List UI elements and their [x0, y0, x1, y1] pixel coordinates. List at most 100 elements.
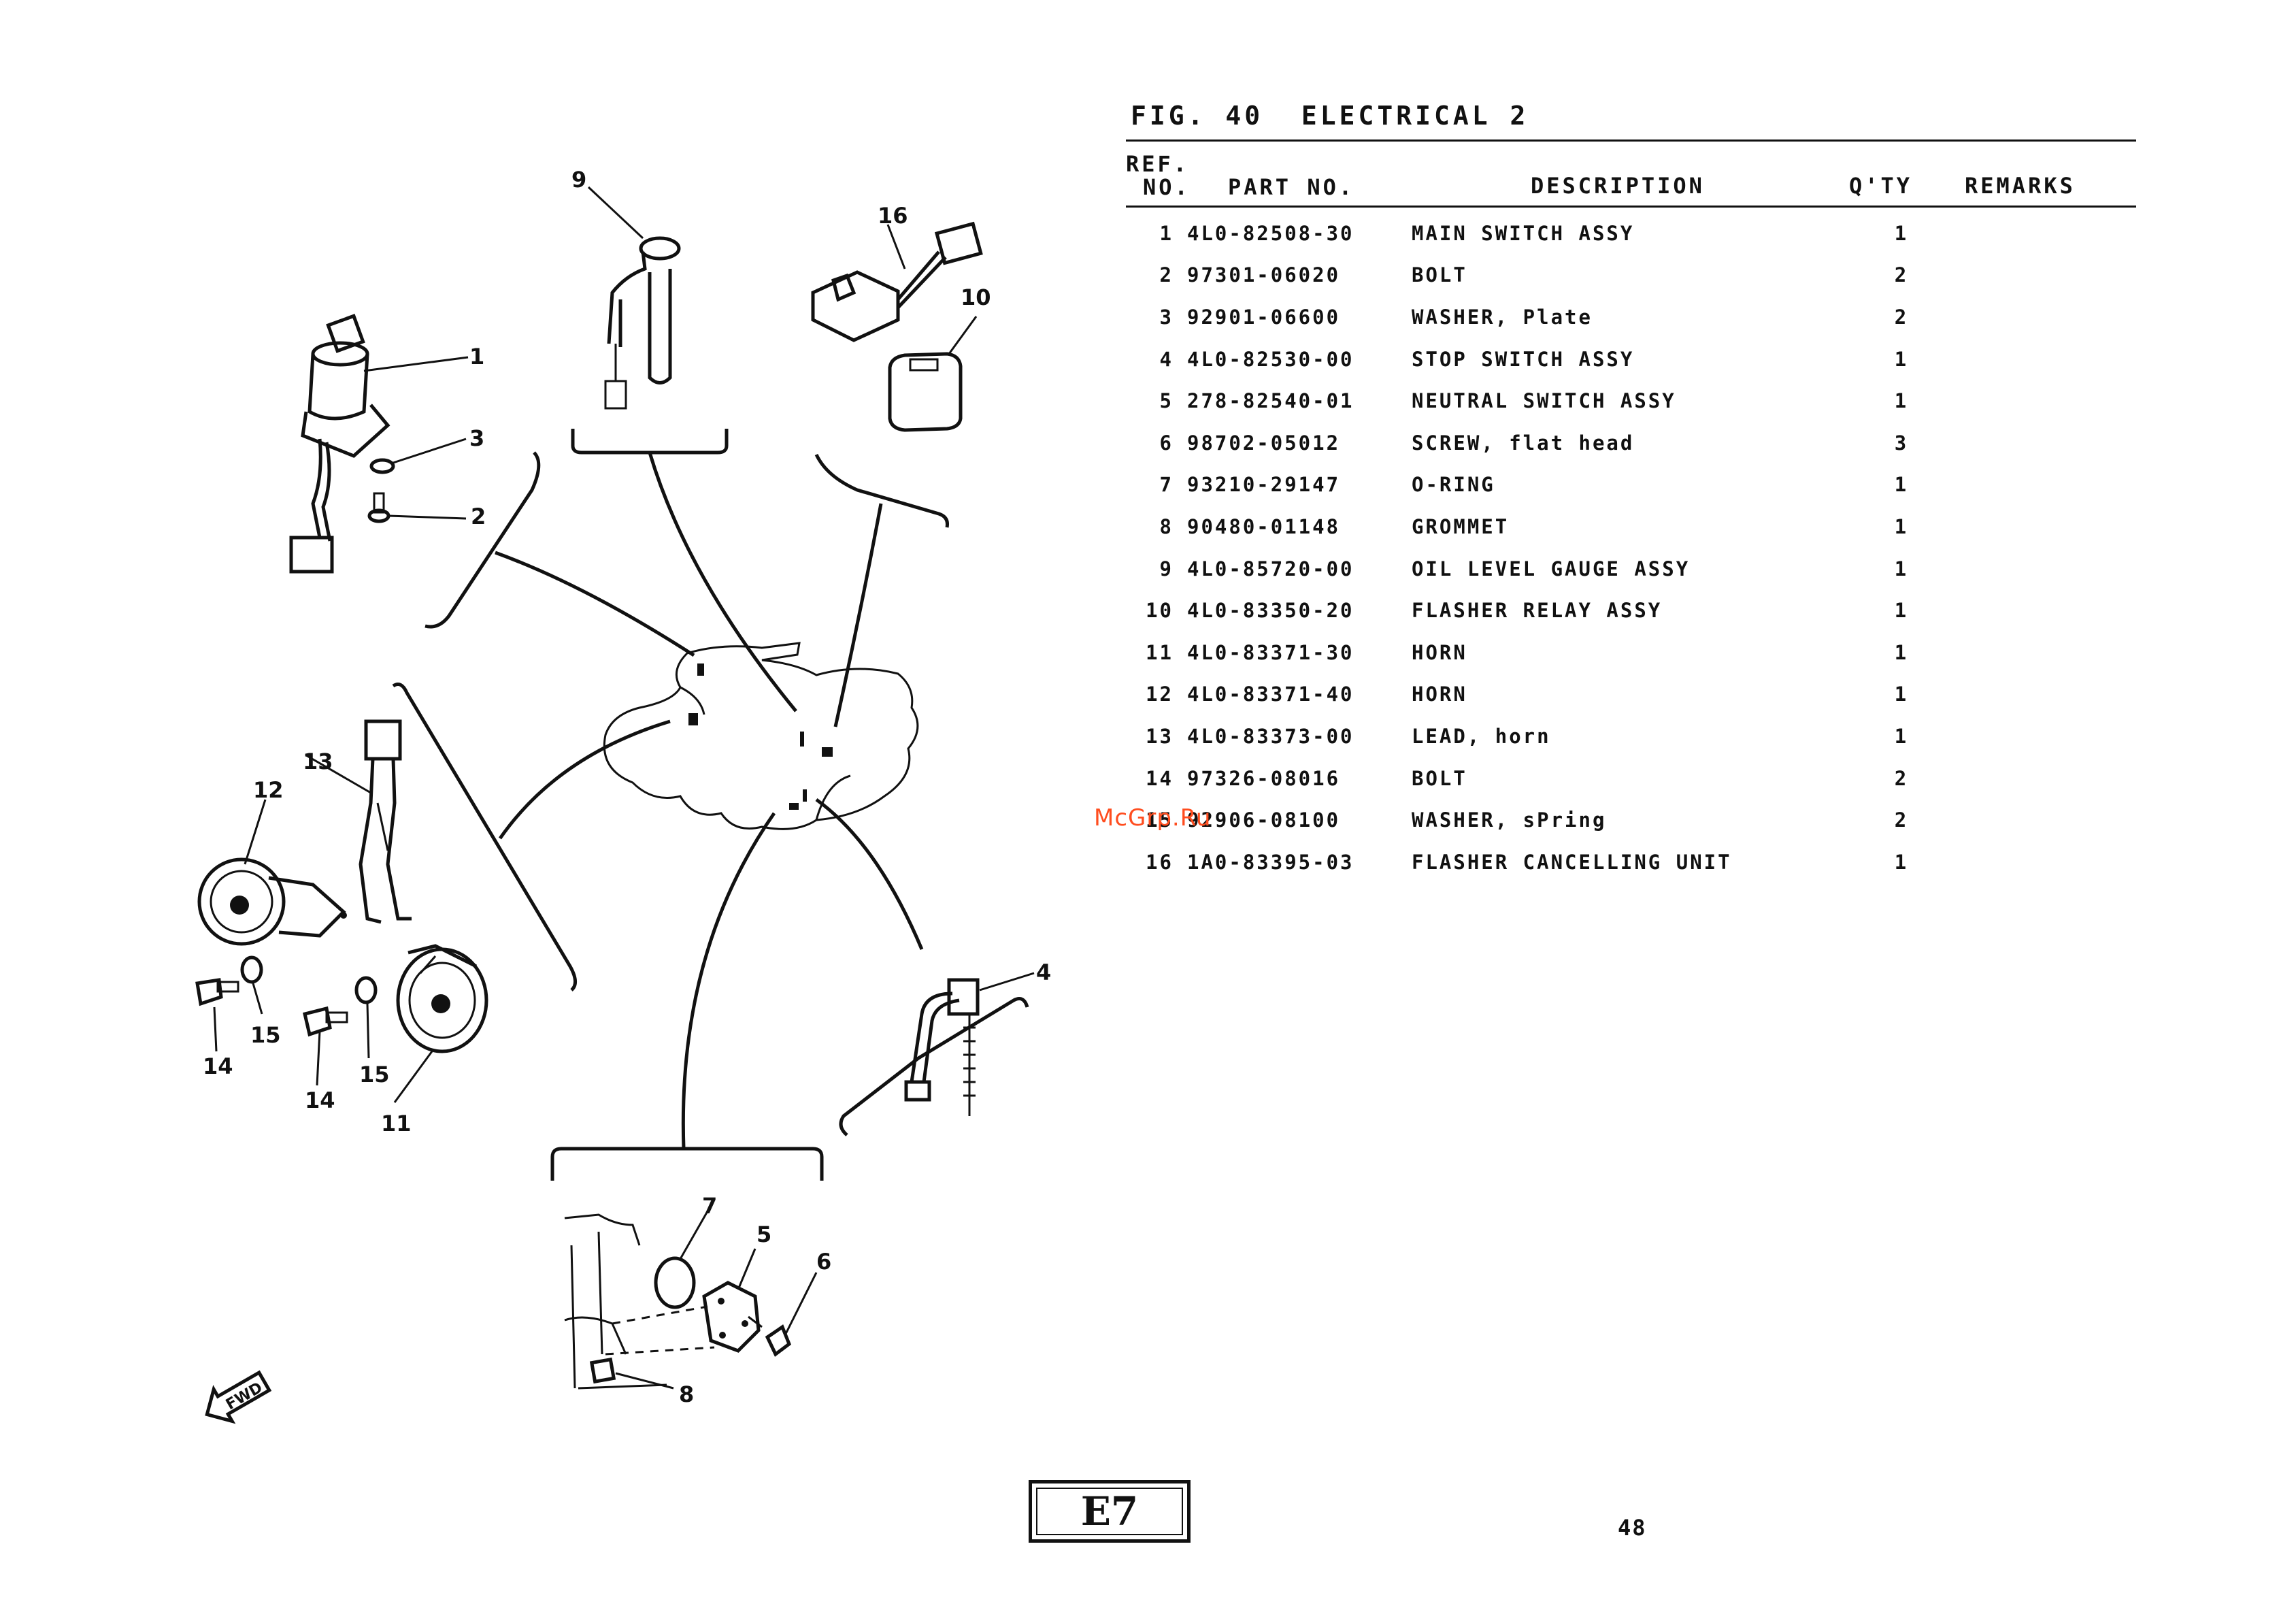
- cell-remarks: [1949, 296, 2136, 338]
- bolt-2-drawing: [367, 492, 390, 523]
- cell-description: STOP SWITCH ASSY: [1412, 347, 1635, 371]
- header-part-no: PART NO.: [1228, 174, 1355, 200]
- watermark: McGrp.Ru: [1094, 804, 1212, 832]
- callout-3: 3: [469, 425, 484, 451]
- callout-9: 9: [571, 167, 586, 193]
- forward-arrow-label: FWD: [223, 1379, 265, 1413]
- cell-part-number: 4L0-83373-00: [1187, 724, 1354, 748]
- bolt-14-right-drawing: [303, 1006, 348, 1037]
- cell-quantity: 1: [1894, 724, 1909, 748]
- cell-part-number: 4L0-83350-20: [1187, 599, 1354, 623]
- cell-remarks: [1949, 506, 2136, 548]
- cell-quantity: 2: [1894, 808, 1909, 832]
- cell-remarks: [1949, 548, 2136, 590]
- cell-part-number: 97301-06020: [1187, 263, 1341, 287]
- cell-quantity: 1: [1894, 599, 1909, 623]
- callout-12: 12: [253, 777, 284, 803]
- cell-description: LEAD, horn: [1412, 724, 1551, 748]
- cell-ref-number: 9: [1159, 557, 1174, 580]
- cell-quantity: 3: [1894, 431, 1909, 455]
- page-number: 48: [1618, 1515, 1647, 1541]
- cell-quantity: 2: [1894, 263, 1909, 287]
- cell-remarks: [1949, 715, 2136, 757]
- callout-13: 13: [303, 749, 333, 774]
- cell-description: MAIN SWITCH ASSY: [1412, 221, 1635, 245]
- cell-ref-number: 3: [1159, 305, 1174, 329]
- cell-quantity: 1: [1894, 850, 1909, 874]
- header-ref-line1: REF.: [1126, 151, 1190, 177]
- title-rule: [1126, 140, 2136, 142]
- cell-part-number: 1A0-83395-03: [1187, 850, 1354, 874]
- cell-part-number: 4L0-83371-40: [1187, 683, 1354, 706]
- cell-quantity: 1: [1894, 221, 1909, 245]
- callout-10: 10: [961, 284, 991, 310]
- cell-description: O-RING: [1412, 473, 1495, 497]
- cell-quantity: 2: [1894, 305, 1909, 329]
- callout-16: 16: [878, 203, 908, 229]
- cell-remarks: [1949, 632, 2136, 674]
- washer-15-right-drawing: [354, 976, 378, 1004]
- cell-remarks: [1949, 841, 2136, 883]
- cell-remarks: [1949, 799, 2136, 841]
- cell-part-number: 4L0-83371-30: [1187, 640, 1354, 664]
- cell-ref-number: 14: [1146, 766, 1174, 790]
- callout-4: 4: [1036, 960, 1051, 985]
- cell-part-number: 4L0-85720-00: [1187, 557, 1354, 580]
- stop-switch-drawing: [904, 978, 980, 1116]
- cell-description: BOLT: [1412, 766, 1467, 790]
- cell-ref-number: 4: [1159, 347, 1174, 371]
- horn-11-drawing: [396, 944, 488, 1053]
- oil-level-gauge-drawing: [604, 236, 681, 410]
- section-code-box: E7: [1029, 1480, 1191, 1543]
- engine-outline: [603, 642, 919, 830]
- cell-description: NEUTRAL SWITCH ASSY: [1412, 389, 1676, 413]
- cell-ref-number: 5: [1159, 389, 1174, 413]
- header-description: DESCRIPTION: [1531, 173, 1705, 199]
- cell-part-number: 92901-06600: [1187, 305, 1341, 329]
- table-row: 10 4L0-83350-20 FLASHER RELAY ASSY 1: [1126, 589, 2136, 632]
- cell-remarks: [1949, 422, 2136, 464]
- cell-description: HORN: [1412, 683, 1467, 706]
- cell-part-number: 278-82540-01: [1187, 389, 1354, 413]
- cell-part-number: 4L0-82508-30: [1187, 221, 1354, 245]
- cell-remarks: [1949, 255, 2136, 297]
- callout-15-left: 15: [250, 1022, 281, 1048]
- bolt-14-left-drawing: [195, 978, 239, 1006]
- cell-description: WASHER, sPring: [1412, 808, 1607, 832]
- callout-2: 2: [471, 504, 486, 529]
- flasher-relay-drawing: [888, 352, 963, 432]
- cell-part-number: 4L0-82530-00: [1187, 347, 1354, 371]
- cell-part-number: 98702-05012: [1187, 431, 1341, 455]
- header-rule: [1126, 206, 2136, 208]
- cell-remarks: [1949, 674, 2136, 716]
- cell-quantity: 1: [1894, 514, 1909, 538]
- cell-ref-number: 10: [1146, 599, 1174, 623]
- cell-description: FLASHER RELAY ASSY: [1412, 599, 1663, 623]
- cell-remarks: [1949, 338, 2136, 380]
- cell-quantity: 1: [1894, 347, 1909, 371]
- horn-lead-drawing: [359, 719, 412, 924]
- washer-3-drawing: [369, 458, 395, 474]
- cell-description: FLASHER CANCELLING UNIT: [1412, 850, 1732, 874]
- cell-ref-number: 13: [1146, 724, 1174, 748]
- figure-title: FIG. 40 ELECTRICAL 2: [1131, 101, 1529, 131]
- cell-description: HORN: [1412, 640, 1467, 664]
- cell-part-number: 97326-08016: [1187, 766, 1341, 790]
- cell-ref-number: 12: [1146, 683, 1174, 706]
- cell-ref-number: 16: [1146, 850, 1174, 874]
- main-switch-drawing: [289, 314, 390, 574]
- callout-leaders: [392, 429, 1029, 1181]
- callout-5: 5: [756, 1222, 771, 1247]
- cell-description: WASHER, Plate: [1412, 305, 1593, 329]
